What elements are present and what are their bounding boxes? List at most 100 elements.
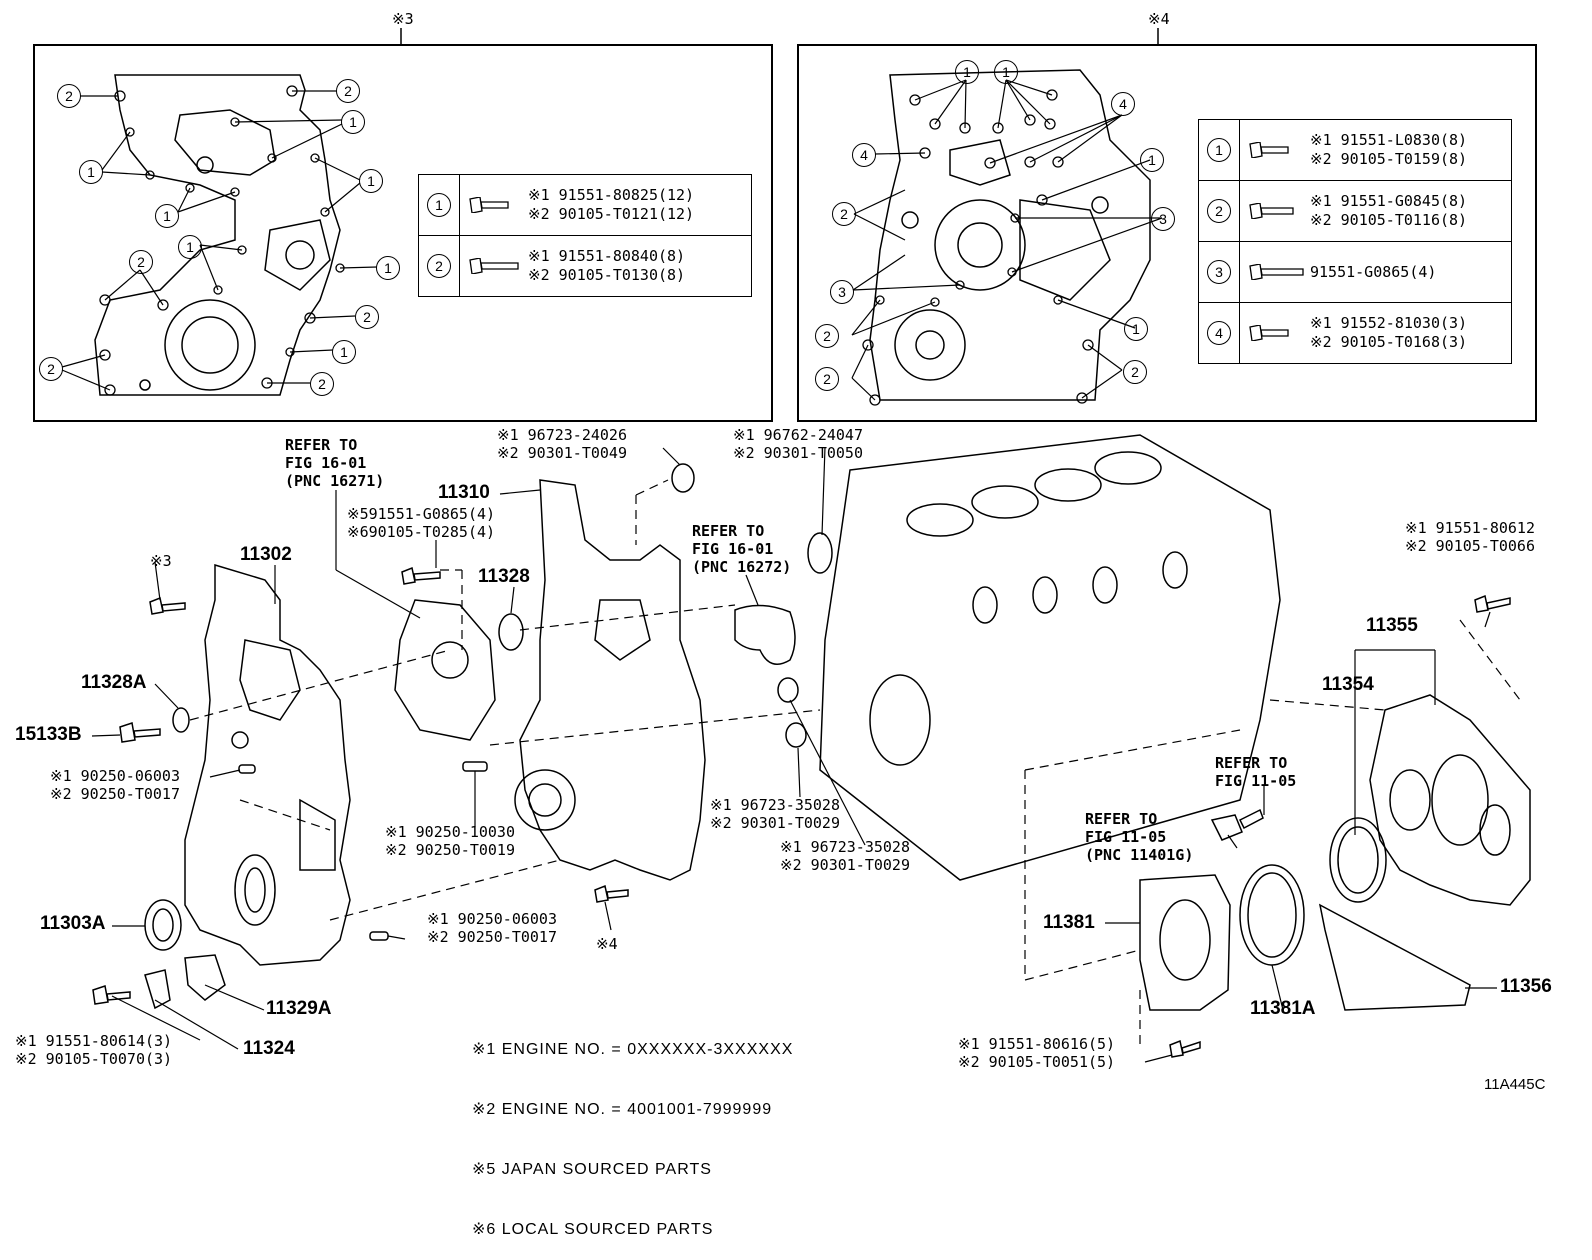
legend-row: 2 ※1 91551-80840(8)※2 90105-T0130(8) xyxy=(419,236,751,296)
callout-1: 1 xyxy=(1124,317,1148,341)
part-11381a[interactable]: 11381A xyxy=(1250,998,1316,1019)
legend-part-line: ※2 90105-T0121(12) xyxy=(528,205,695,223)
spec-line: ※2 90301-T0049 xyxy=(497,444,627,462)
refer-line: REFER TO xyxy=(1085,810,1158,828)
spec-line: ※690105-T0285(4) xyxy=(347,523,496,541)
legend-part-line: ※1 91551-L0830(8) xyxy=(1310,131,1468,149)
callout-2: 2 xyxy=(39,357,63,381)
spec-line: ※2 90105-T0070(3) xyxy=(15,1050,173,1068)
spec-line: ※591551-G0865(4) xyxy=(347,505,496,523)
callout-1: 1 xyxy=(155,204,179,228)
bolt-icon xyxy=(1248,142,1310,158)
refer-line: FIG 16-01 xyxy=(692,540,774,558)
spec-line: ※1 96723-24026 xyxy=(497,426,627,444)
part-11310[interactable]: 11310 xyxy=(438,482,490,503)
part-11328a[interactable]: 11328A xyxy=(81,672,147,693)
star3-label: ※3 xyxy=(150,552,172,570)
gasket-plate-drawing xyxy=(394,599,496,741)
spec-line: ※1 91551-80616(5) xyxy=(958,1035,1116,1053)
spec-line: ※2 90250-T0017 xyxy=(50,785,180,803)
legend-callout: 2 xyxy=(1207,199,1231,223)
timing-cover-11310-drawing xyxy=(514,479,706,881)
cylinder-block-drawing xyxy=(819,434,1281,881)
legend-row: 1 ※1 91551-L0830(8)※2 90105-T0159(8) xyxy=(1199,120,1511,181)
footnote-line: ※5 JAPAN SOURCED PARTS xyxy=(472,1161,712,1178)
footnote-line: ※1 ENGINE NO. = 0XXXXXX-3XXXXXX xyxy=(472,1041,794,1058)
refer-line: FIG 11-05 xyxy=(1085,828,1167,846)
legend-part-line: ※2 90105-T0116(8) xyxy=(1310,211,1468,229)
footnote-line: ※2 ENGINE NO. = 4001001-7999999 xyxy=(472,1101,773,1118)
legend-callout: 1 xyxy=(427,193,451,217)
spec-oring-mid-2: ※1 96723-35028※2 90301-T0029 xyxy=(780,838,910,874)
part-11303a[interactable]: 11303A xyxy=(40,913,106,934)
legend-row: 4 ※1 91552-81030(3)※2 90105-T0168(3) xyxy=(1199,303,1511,363)
footnote-line: ※6 LOCAL SOURCED PARTS xyxy=(472,1221,714,1238)
spec-pin-mid: ※1 90250-10030※2 90250-T0019 xyxy=(385,823,515,859)
spec-line: ※2 90105-T0051(5) xyxy=(958,1053,1116,1071)
legend-callout: 4 xyxy=(1207,321,1231,345)
callout-3: 3 xyxy=(830,280,854,304)
legend-callout: 2 xyxy=(427,254,451,278)
callout-2: 2 xyxy=(355,305,379,329)
legend-part-line: ※1 91551-80840(8) xyxy=(528,247,686,265)
callout-1: 1 xyxy=(955,60,979,84)
part-15133b[interactable]: 15133B xyxy=(15,724,82,745)
seal-retainer-11381-drawing xyxy=(1139,874,1231,1011)
part-11328[interactable]: 11328 xyxy=(478,566,530,587)
refer-line: FIG 16-01 xyxy=(285,454,367,472)
legend-row: 3 91551-G0865(4) xyxy=(1199,242,1511,303)
inset-right-block-drawing xyxy=(869,69,1151,401)
spec-line: ※1 91551-80612 xyxy=(1405,519,1535,537)
bolt-icon xyxy=(468,258,528,274)
figure-code: 11A445C xyxy=(1484,1076,1546,1093)
callout-1: 1 xyxy=(332,340,356,364)
refer-line: FIG 11-05 xyxy=(1215,772,1297,790)
star4-label: ※4 xyxy=(596,935,618,953)
spec-line: ※2 90105-T0066 xyxy=(1405,537,1535,555)
part-11381[interactable]: 11381 xyxy=(1043,912,1095,933)
spec-line: ※1 90250-06003 xyxy=(427,910,557,928)
legend-row: 1 ※1 91551-80825(12)※2 90105-T0121(12) xyxy=(419,175,751,236)
callout-1: 1 xyxy=(994,60,1018,84)
callout-4: 4 xyxy=(1111,92,1135,116)
bolt-icon xyxy=(468,197,528,213)
legend-part-line: ※2 90105-T0130(8) xyxy=(528,266,686,284)
part-11355[interactable]: 11355 xyxy=(1366,615,1418,636)
spec-bolt-bottom-left: ※1 91551-80614(3)※2 90105-T0070(3) xyxy=(15,1032,172,1068)
callout-2: 2 xyxy=(310,372,334,396)
callout-4: 4 xyxy=(852,143,876,167)
oring-11328 xyxy=(498,613,524,651)
part-11324[interactable]: 11324 xyxy=(243,1038,295,1059)
spec-line: ※2 90250-T0017 xyxy=(427,928,557,946)
bolt-glyphs xyxy=(92,566,1511,1058)
callout-2: 2 xyxy=(129,250,153,274)
dashed-alignment-lines xyxy=(189,479,1521,1050)
parts-diagram-artwork xyxy=(61,28,1531,1063)
spec-line: ※2 90250-T0019 xyxy=(385,841,515,859)
spec-line: ※2 90301-T0029 xyxy=(710,814,840,832)
spec-oring-top-2: ※1 96762-24047※2 90301-T0050 xyxy=(733,426,863,462)
part-11354[interactable]: 11354 xyxy=(1322,674,1374,695)
legend-part-line: ※1 91551-80825(12) xyxy=(528,186,695,204)
callout-1: 1 xyxy=(359,169,383,193)
spec-line: ※2 90301-T0050 xyxy=(733,444,863,462)
inset-right-title: ※4 xyxy=(1148,10,1170,28)
spec-line: ※1 96723-35028 xyxy=(710,796,840,814)
refer-line: (PNC 16271) xyxy=(285,472,385,490)
part-11329a[interactable]: 11329A xyxy=(266,998,332,1019)
spec-line: ※2 90301-T0029 xyxy=(780,856,910,874)
bolt-icon xyxy=(1248,325,1310,341)
spec-bolt-bottom-right: ※1 91551-80616(5)※2 90105-T0051(5) xyxy=(958,1035,1115,1071)
legend-table-left: 1 ※1 91551-80825(12)※2 90105-T0121(12) 2… xyxy=(418,174,752,297)
part-11356[interactable]: 11356 xyxy=(1500,976,1552,997)
leader-lines xyxy=(91,446,1497,1063)
rear-plate-11355-drawing xyxy=(1369,694,1531,906)
spec-bolt-right-top: ※1 91551-80612※2 90105-T0066 xyxy=(1405,519,1535,555)
inset-left-title: ※3 xyxy=(392,10,414,28)
inset-left-bolt-holes xyxy=(99,85,345,396)
part-11302[interactable]: 11302 xyxy=(240,544,292,565)
